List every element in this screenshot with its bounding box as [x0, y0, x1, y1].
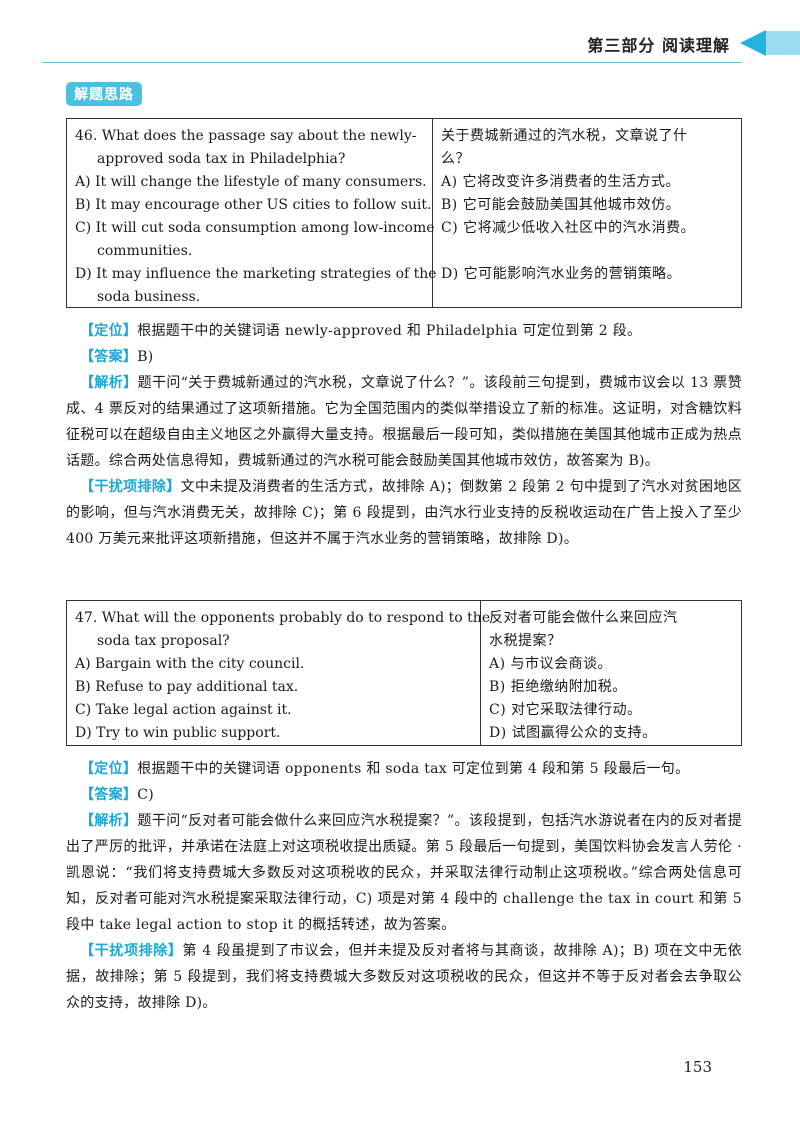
answer-row: 【答案】B): [66, 344, 742, 370]
section-title: 第三部分 阅读理解: [587, 36, 730, 55]
q46-en-option-d: D) It may influence the marketing strate…: [75, 266, 437, 282]
q46-cn-line: 么？: [441, 151, 470, 167]
answer-tag: 【答案】: [80, 787, 138, 803]
q47-en-option-d: D) Try to win public support.: [75, 725, 281, 741]
locate-text: 根据题干中的关键词语 opponents 和 soda tax 可定位到第 4 …: [137, 761, 690, 777]
question-47-chinese: 反对者可能会做什么来回应汽 水税提案？ A) 与市议会商谈。 B) 拒绝缴纳附加…: [481, 601, 741, 745]
exclude-tag: 【干扰项排除】: [80, 479, 181, 495]
q46-cn-line: 关于费城新通过的汽水税，文章说了什: [441, 128, 688, 144]
q47-cn-line: 反对者可能会做什么来回应汽: [489, 610, 678, 626]
answer-tag: 【答案】: [80, 349, 138, 365]
locate-text: 根据题干中的关键词语 newly-approved 和 Philadelphia…: [137, 323, 642, 339]
exclude-text: 第 4 段虽提到了市议会，但并未提及反对者将与其商谈，故排除 A)；B) 项在文…: [66, 943, 742, 1011]
analysis-tag: 【解析】: [80, 375, 138, 391]
locate-tag: 【定位】: [80, 761, 138, 777]
question-47-english: 47. What will the opponents probably do …: [67, 601, 491, 745]
analysis-text: 题干问“反对者可能会做什么来回应汽水税提案？”。该段提到，包括汽水游说者在内的反…: [66, 813, 742, 933]
q46-en-option-a: A) It will change the lifestyle of many …: [75, 174, 427, 190]
answer-text: B): [137, 349, 154, 365]
q47-en-line: soda tax proposal?: [97, 633, 230, 649]
q46-en-line: communities.: [97, 243, 193, 259]
q47-cn-option-c: C) 对它采取法律行动。: [489, 702, 642, 718]
q47-en-option-b: B) Refuse to pay additional tax.: [75, 679, 299, 695]
q47-cn-option-a: A) 与市议会商谈。: [489, 656, 613, 672]
q46-en-line: soda business.: [97, 289, 201, 305]
locate-tag: 【定位】: [80, 323, 138, 339]
question-47-table: 47. What will the opponents probably do …: [66, 600, 742, 746]
q46-en-line: 46. What does the passage say about the …: [75, 128, 417, 144]
question-46-chinese: 关于费城新通过的汽水税，文章说了什 么？ A) 它将改变许多消费者的生活方式。 …: [433, 119, 741, 307]
q46-cn-option-b: B) 它可能会鼓励美国其他城市效仿。: [441, 197, 681, 213]
q47-cn-option-b: B) 拒绝缴纳附加税。: [489, 679, 627, 695]
analysis-tag: 【解析】: [80, 813, 138, 829]
solution-badge: 解题思路: [66, 82, 142, 106]
answer-text: C): [137, 787, 154, 803]
exclude-text: 文中未提及消费者的生活方式，故排除 A)；倒数第 2 段第 2 句中提到了汽水对…: [66, 479, 742, 547]
question-47-analysis: 【定位】根据题干中的关键词语 opponents 和 soda tax 可定位到…: [66, 756, 742, 1016]
analysis-row: 【解析】题干问“反对者可能会做什么来回应汽水税提案？”。该段提到，包括汽水游说者…: [66, 808, 742, 938]
exclude-row: 【干扰项排除】第 4 段虽提到了市议会，但并未提及反对者将与其商谈，故排除 A)…: [66, 938, 742, 1016]
q46-en-option-c: C) It will cut soda consumption among lo…: [75, 220, 435, 236]
q46-cn-line: [441, 240, 735, 263]
q47-en-line: 47. What will the opponents probably do …: [75, 610, 491, 626]
q46-cn-option-a: A) 它将改变许多消费者的生活方式。: [441, 174, 681, 190]
question-46-english: 46. What does the passage say about the …: [67, 119, 437, 307]
q46-en-option-b: B) It may encourage other US cities to f…: [75, 197, 432, 213]
question-46-table: 46. What does the passage say about the …: [66, 118, 742, 308]
question-46-analysis: 【定位】根据题干中的关键词语 newly-approved 和 Philadel…: [66, 318, 742, 552]
q46-cn-option-c: C) 它将减少低收入社区中的汽水消费。: [441, 220, 696, 236]
exclude-tag: 【干扰项排除】: [80, 943, 183, 959]
q46-en-line: approved soda tax in Philadelphia?: [97, 151, 346, 167]
locate-row: 【定位】根据题干中的关键词语 opponents 和 soda tax 可定位到…: [66, 756, 742, 782]
locate-row: 【定位】根据题干中的关键词语 newly-approved 和 Philadel…: [66, 318, 742, 344]
q47-cn-option-d: D) 试图赢得公众的支持。: [489, 725, 657, 741]
q47-cn-line: 水税提案？: [489, 633, 562, 649]
q47-en-option-c: C) Take legal action against it.: [75, 702, 292, 718]
analysis-text: 题干问“关于费城新通过的汽水税，文章说了什么？”。该段前三句提到，费城市议会以 …: [66, 375, 742, 469]
answer-row: 【答案】C): [66, 782, 742, 808]
exclude-row: 【干扰项排除】文中未提及消费者的生活方式，故排除 A)；倒数第 2 段第 2 句…: [66, 474, 742, 552]
arrow-left-icon: [740, 30, 766, 56]
q47-en-option-a: A) Bargain with the city council.: [75, 656, 305, 672]
page-number: 153: [683, 1058, 712, 1076]
q46-cn-option-d: D) 它可能影响汽水业务的营销策略。: [441, 266, 682, 282]
header-divider: [42, 62, 742, 63]
analysis-row: 【解析】题干问“关于费城新通过的汽水税，文章说了什么？”。该段前三句提到，费城市…: [66, 370, 742, 474]
header-tab-bar: [766, 31, 800, 55]
